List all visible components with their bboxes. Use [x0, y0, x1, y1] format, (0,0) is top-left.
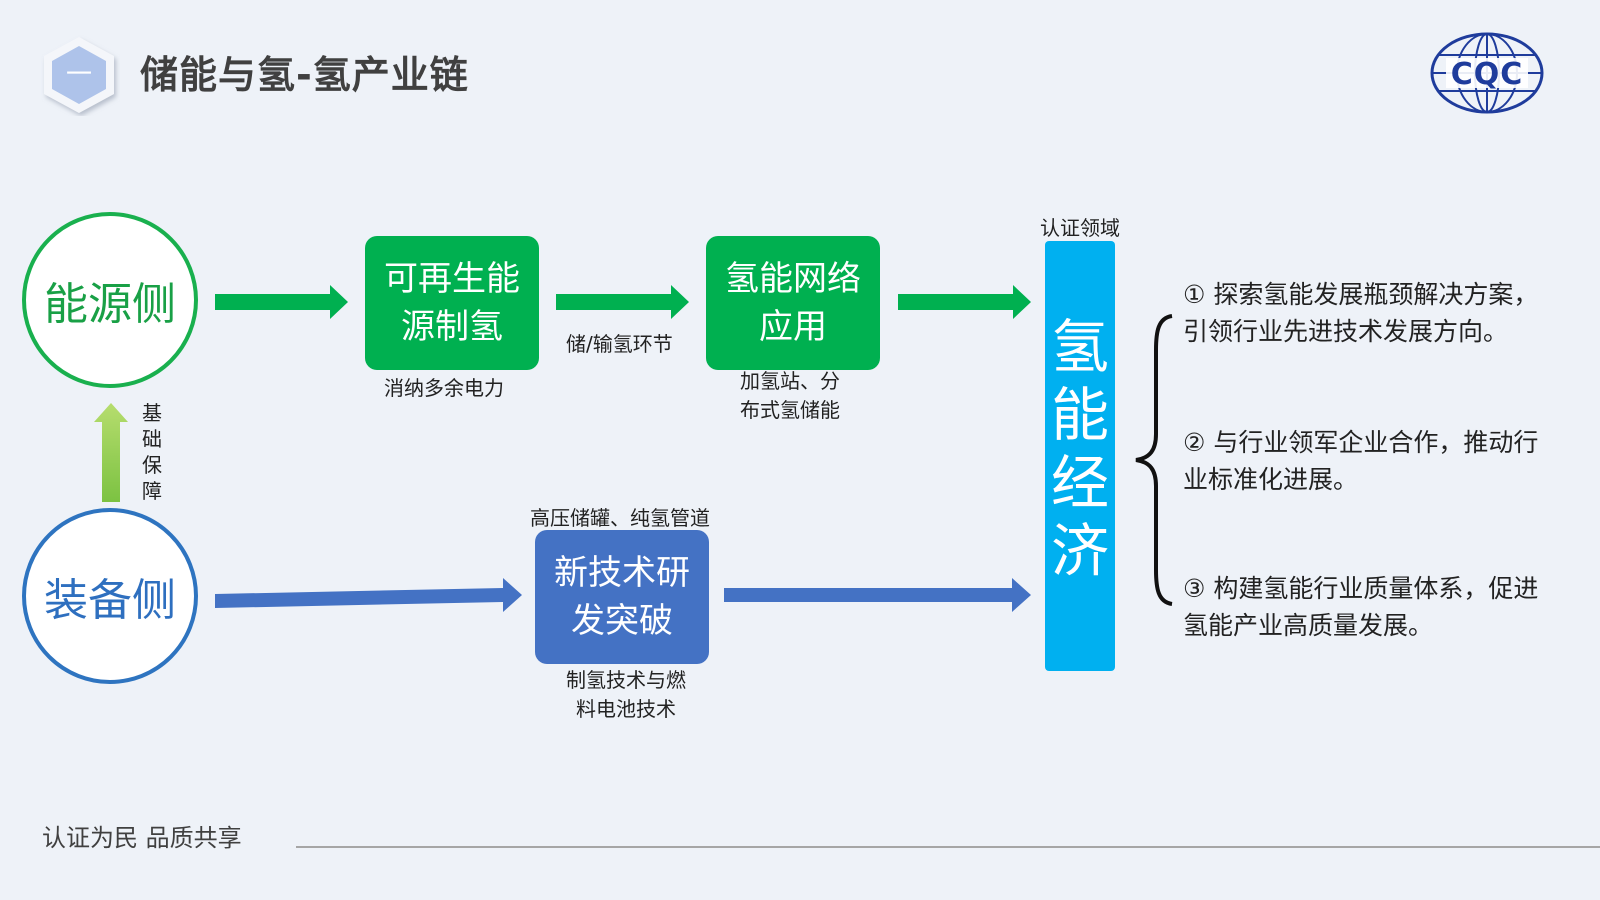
logo-text: CQC [1451, 57, 1524, 92]
bullet-line: 引领行业先进技术发展方向。 [1183, 317, 1509, 346]
bullet-item: ① 探索氢能发展瓶颈解决方案， 引领行业先进技术发展方向。 [1183, 276, 1593, 350]
newtech-bottom-line: 制氢技术与燃 [566, 668, 686, 692]
economy-char: 能 [1050, 381, 1109, 449]
hydrogen-economy-bar: 氢 能 经 济 [1045, 241, 1115, 671]
network-box-line: 应用 [759, 307, 827, 347]
network-box-line: 氢能网络 [725, 259, 861, 299]
newtech-box-line: 新技术研 [554, 553, 690, 593]
newtech-box-line: 发突破 [571, 601, 673, 641]
bullet-line: ① 探索氢能发展瓶颈解决方案， [1183, 280, 1539, 309]
bullet-line: 业标准化进展。 [1183, 465, 1359, 494]
arrow-energy-to-renewable [215, 285, 348, 319]
basic-support-char: 基 [142, 401, 162, 425]
page-title: 储能与氢-氢产业链 [140, 53, 469, 97]
cert-label: 认证领域 [1040, 216, 1120, 240]
bullet-item: ③ 构建氢能行业质量体系，促进 氢能产业高质量发展。 [1183, 570, 1593, 644]
newtech-top-note: 高压储罐、纯氢管道 [530, 506, 710, 530]
energy-side-label: 能源侧 [44, 279, 176, 330]
basic-support-char: 础 [142, 427, 162, 451]
bracket [1135, 314, 1173, 606]
equipment-side-circle: 装备侧 [22, 508, 198, 684]
arrow-network-to-economy [898, 285, 1031, 319]
renewable-box-line: 源制氢 [401, 307, 503, 347]
economy-char: 济 [1050, 517, 1109, 585]
renewable-box-line: 可再生能 [384, 259, 520, 299]
network-note-line: 加氢站、分 [740, 369, 840, 393]
network-note-line: 布式氢储能 [740, 398, 840, 422]
newtech-bottom-line: 料电池技术 [576, 697, 676, 721]
network-note: 加氢站、分 布式氢储能 [740, 367, 840, 425]
energy-side-circle: 能源侧 [22, 212, 198, 388]
basic-support-label: 基 础 保 障 [140, 400, 164, 504]
basic-support-char: 障 [142, 479, 162, 503]
bullet-line: ② 与行业领军企业合作，推动行 [1183, 428, 1539, 457]
arrow-renewable-to-network [556, 285, 689, 319]
equipment-side-label: 装备侧 [44, 575, 176, 626]
renewable-hydrogen-box: 可再生能 源制氢 [365, 236, 539, 370]
section-number: 一 [66, 60, 92, 90]
cqc-logo-icon: CQC [1430, 32, 1544, 114]
storage-note: 储/输氢环节 [566, 332, 673, 356]
arrow-basic-support [94, 403, 128, 502]
bullet-item: ② 与行业领军企业合作，推动行 业标准化进展。 [1183, 424, 1593, 498]
economy-char: 氢 [1050, 313, 1109, 381]
new-tech-box: 新技术研 发突破 [535, 530, 709, 664]
footer-slogan: 认证为民 品质共享 [42, 824, 242, 852]
arrow-equipment-to-newtech [215, 578, 522, 612]
footer-divider [296, 846, 1600, 848]
arrow-newtech-to-economy [724, 578, 1031, 612]
bullet-line: 氢能产业高质量发展。 [1183, 611, 1434, 640]
section-badge-icon: 一 [44, 37, 114, 113]
hydrogen-network-box: 氢能网络 应用 [706, 236, 880, 370]
newtech-bottom-note: 制氢技术与燃 料电池技术 [566, 666, 686, 724]
renewable-note: 消纳多余电力 [384, 376, 504, 400]
basic-support-char: 保 [142, 453, 162, 477]
bullet-line: ③ 构建氢能行业质量体系，促进 [1183, 574, 1539, 603]
economy-char: 经 [1050, 449, 1109, 517]
